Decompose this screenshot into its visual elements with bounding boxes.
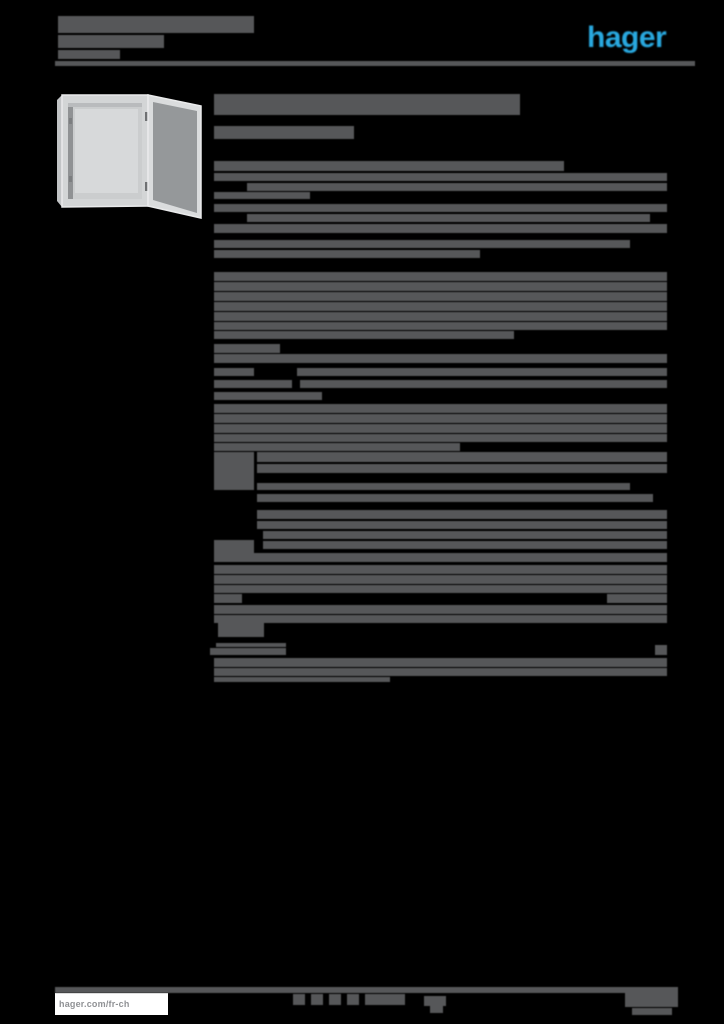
paragraph-line <box>214 585 667 593</box>
spec-value-line <box>257 464 667 473</box>
spec-value-line <box>247 204 667 212</box>
paragraph-line <box>214 282 667 291</box>
table-cell-right <box>655 645 667 655</box>
spec-label <box>214 368 254 376</box>
product-title <box>214 94 520 115</box>
legal-line <box>214 658 667 667</box>
product-subtitle <box>214 126 354 139</box>
section-label <box>214 452 254 490</box>
hinge <box>145 112 149 121</box>
certification-mark <box>311 994 323 1005</box>
enclosure-side-face <box>57 95 62 207</box>
spec-label <box>214 380 292 388</box>
enclosure-opening-shadow-top <box>68 103 142 107</box>
legal-line <box>214 677 390 682</box>
header-title-line-1 <box>58 16 254 33</box>
section-label <box>214 344 280 353</box>
intro-line <box>214 161 564 171</box>
certification-mark <box>430 1006 443 1013</box>
paragraph-line <box>214 615 667 623</box>
table-rule <box>216 643 286 647</box>
certification-mark <box>347 994 359 1005</box>
spec-row <box>214 250 480 258</box>
paragraph-line <box>214 331 514 339</box>
spec-value-line <box>257 494 653 502</box>
header-rule <box>55 61 695 66</box>
latch-hole <box>69 176 72 182</box>
spec-value-line <box>263 541 667 549</box>
latch-hole <box>69 118 72 124</box>
paragraph-line <box>214 605 667 614</box>
paragraph-line <box>214 565 667 574</box>
spec-value-line <box>257 510 667 519</box>
paragraph-line <box>214 414 667 423</box>
table-cell <box>210 648 286 655</box>
footer-rule <box>55 987 678 993</box>
enclosure-opening-shadow <box>68 103 73 199</box>
spec-value-line <box>257 521 667 529</box>
header-title-line-2 <box>58 35 164 48</box>
header-subtitle <box>58 50 120 59</box>
website-box: hager.com/fr-ch <box>55 993 168 1015</box>
spec-row <box>214 240 630 248</box>
intro-line <box>214 192 310 199</box>
spec-row <box>214 553 667 562</box>
paragraph-line <box>214 302 667 311</box>
spec-row <box>214 392 322 400</box>
section-label <box>218 623 264 637</box>
enclosure-mounting-plate <box>75 109 138 193</box>
paragraph-line <box>214 322 667 330</box>
product-enclosure-photo <box>57 94 202 219</box>
legal-line <box>214 668 667 676</box>
intro-line <box>214 173 667 181</box>
paragraph-line <box>214 404 667 413</box>
certification-mark <box>293 994 305 1005</box>
section-label <box>214 540 254 556</box>
paragraph-line <box>214 292 667 301</box>
spec-value-line <box>257 483 630 490</box>
spec-value-line <box>247 214 650 222</box>
certification-mark <box>365 994 405 1005</box>
paragraph-line <box>214 575 667 584</box>
spec-row <box>214 224 667 233</box>
footer-right-text <box>632 1008 672 1015</box>
enclosure-door-inner <box>153 102 197 213</box>
spec-value-line <box>297 368 667 376</box>
certification-mark <box>329 994 341 1005</box>
certification-mark <box>424 996 446 1006</box>
spec-value-line <box>257 452 667 462</box>
paragraph-line <box>214 424 667 433</box>
paragraph-line <box>214 594 242 603</box>
paragraph-line <box>214 434 667 442</box>
paragraph-line <box>607 594 667 603</box>
hinge <box>145 182 149 191</box>
paragraph-line <box>214 312 667 321</box>
paragraph-line <box>214 443 460 451</box>
spec-row <box>214 354 667 363</box>
spec-label <box>214 204 256 212</box>
spec-value-line <box>300 380 667 388</box>
footer-right-text <box>625 992 678 1007</box>
paragraph-line <box>214 272 667 281</box>
website-link[interactable]: hager.com/fr-ch <box>59 999 130 1009</box>
spec-value-line <box>263 531 667 539</box>
intro-line <box>247 183 667 191</box>
hager-logo: hager <box>587 21 667 54</box>
